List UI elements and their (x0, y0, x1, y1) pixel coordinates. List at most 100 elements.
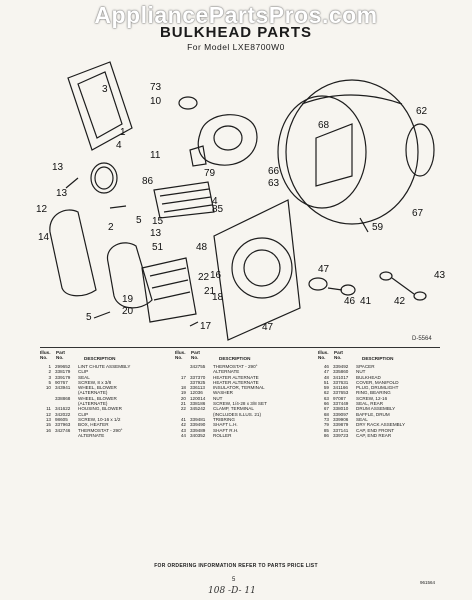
callout-79: 79 (204, 168, 216, 179)
illus-header: Illus.No. (40, 350, 51, 361)
table-rule (40, 347, 440, 348)
description-header: DESCRIPTION (219, 356, 251, 361)
bearing-ring-part (405, 123, 435, 177)
table-row: ALTERNATE (78, 432, 105, 438)
ordering-info-footer: FOR ORDERING INFORMATION REFER TO PARTS … (154, 563, 318, 569)
callout-15: 15 (152, 216, 164, 227)
callout-2: 2 (108, 222, 114, 233)
callout-12: 12 (36, 204, 48, 215)
callout-13-b: 13 (150, 228, 162, 239)
callout-17: 17 (200, 321, 212, 332)
table-row: (ALTERNATE) (78, 390, 108, 396)
callout-59: 59 (372, 222, 384, 233)
callout-42: 42 (394, 296, 406, 307)
callout-62: 62 (416, 106, 428, 117)
callout-41: 41 (360, 296, 372, 307)
callout-22: 22 (198, 272, 210, 283)
callout-68: 68 (318, 120, 330, 131)
callout-18: 18 (212, 292, 224, 303)
exploded-parts-diagram: 1 2 3 4 5 10 11 12 13 13 13 14 15 16 17 … (36, 61, 446, 342)
callout-66: 66 (268, 166, 280, 177)
callout-46: 46 (344, 296, 356, 307)
callout-85: 85 (212, 204, 224, 215)
callout-19: 19 (122, 294, 134, 305)
manifold-cover-part (106, 242, 153, 309)
callout-13-c: 13 (52, 162, 64, 173)
model-subtitle: For Model LXE8700W0 (187, 42, 285, 52)
callout-51: 51 (152, 242, 164, 253)
site-watermark: AppliancePartsPros.com (94, 2, 378, 28)
drum-part (285, 79, 419, 225)
blower-housing-part (197, 114, 258, 166)
callout-4: 4 (116, 140, 122, 151)
callout-48: 48 (196, 242, 208, 253)
callout-14: 14 (38, 232, 50, 243)
callout-67: 67 (412, 208, 424, 219)
callout-11: 11 (150, 150, 161, 161)
callout-labels: 1 2 3 4 5 10 11 12 13 13 13 14 15 16 17 … (36, 82, 446, 342)
callout-1: 1 (120, 127, 126, 138)
page-number: 5 (232, 577, 236, 583)
catalog-code: 961564 (420, 580, 436, 585)
table-row: (INCLUDES ILLUS. 21) (213, 411, 261, 417)
page-title: BULKHEAD PARTS (159, 24, 313, 41)
illus-header: Illus.No. (175, 350, 186, 361)
callout-5: 5 (136, 215, 142, 226)
diagram-id: D-5564 (412, 336, 432, 342)
callout-21: 21 (204, 286, 216, 297)
drum-baffle-part (315, 123, 353, 187)
seal-ring-part (90, 162, 118, 194)
handwritten-note: 108 -D- 11 (208, 586, 256, 596)
bulkhead-part (213, 199, 301, 341)
callout-73: 73 (150, 82, 162, 93)
duct-14-part (49, 209, 97, 297)
callout-47-b: 47 (262, 322, 274, 333)
dry-rack-part (153, 181, 215, 219)
callout-4-b: 4 (212, 196, 218, 207)
table-row: ALTERNATE (213, 369, 240, 375)
callout-10: 10 (150, 96, 162, 107)
callout-86: 86 (142, 176, 154, 187)
callout-5-b: 5 (86, 312, 92, 323)
illus-header: Illus.No. (318, 350, 329, 361)
seal-73-part (178, 96, 198, 110)
callout-20: 20 (122, 306, 134, 317)
lint-chute-part (67, 61, 133, 151)
heater-box-part (141, 257, 197, 323)
